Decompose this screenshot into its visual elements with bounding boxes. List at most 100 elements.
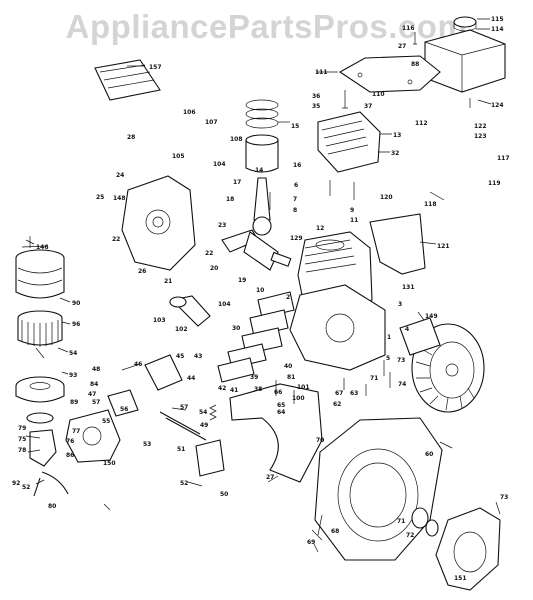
air-filter-element[interactable] — [17, 310, 63, 347]
label-63: 63 — [350, 390, 358, 397]
label-30: 30 — [232, 325, 240, 332]
label-71a: 71 — [370, 375, 378, 382]
label-93: 93 — [69, 372, 77, 379]
label-77: 77 — [72, 428, 80, 435]
label-25: 25 — [96, 194, 104, 201]
label-2: 2 — [286, 294, 290, 301]
label-129: 129 — [290, 235, 303, 242]
label-118: 118 — [424, 201, 437, 208]
label-41: 41 — [230, 387, 238, 394]
label-51: 51 — [177, 446, 185, 453]
side-shroud[interactable] — [369, 213, 426, 275]
lower-baffle[interactable] — [229, 383, 323, 483]
label-45: 45 — [176, 353, 184, 360]
label-10: 10 — [256, 287, 264, 294]
label-68: 68 — [331, 528, 339, 535]
label-48: 48 — [92, 366, 100, 373]
starter-pulley[interactable] — [411, 507, 439, 537]
label-16: 16 — [293, 162, 301, 169]
label-81: 81 — [287, 374, 295, 381]
label-12: 12 — [316, 225, 324, 232]
label-14: 14 — [255, 167, 263, 174]
label-157: 157 — [149, 64, 162, 71]
crankcase-cover[interactable] — [121, 175, 196, 271]
label-108: 108 — [230, 136, 243, 143]
label-46: 46 — [134, 361, 142, 368]
label-17: 17 — [233, 179, 241, 186]
blower-housing[interactable] — [314, 417, 443, 561]
label-26: 26 — [138, 268, 146, 275]
label-22b: 22 — [205, 250, 213, 257]
label-21: 21 — [164, 278, 172, 285]
label-116: 116 — [402, 25, 415, 32]
label-37: 37 — [364, 103, 372, 110]
fasteners — [25, 32, 501, 541]
label-54b: 54 — [199, 409, 207, 416]
label-18: 18 — [226, 196, 234, 203]
control-bracket[interactable] — [195, 439, 225, 477]
fuel-line[interactable] — [33, 471, 69, 497]
label-72: 72 — [406, 532, 414, 539]
label-114: 114 — [491, 26, 504, 33]
piston-rings[interactable] — [245, 99, 279, 129]
label-150: 150 — [103, 460, 116, 467]
air-cleaner-base[interactable] — [15, 376, 65, 403]
label-101: 101 — [297, 384, 310, 391]
carburetor-gasket[interactable] — [107, 389, 139, 417]
air-cleaner-cover[interactable] — [15, 249, 65, 299]
label-67: 67 — [335, 390, 343, 397]
label-64: 64 — [277, 409, 285, 416]
carburetor[interactable] — [65, 409, 121, 463]
intake-manifold[interactable] — [144, 354, 183, 391]
crankshaft[interactable] — [221, 229, 292, 271]
label-36: 36 — [312, 93, 320, 100]
label-35: 35 — [312, 103, 320, 110]
label-52b: 52 — [180, 480, 188, 487]
label-90: 90 — [72, 300, 80, 307]
plunger-spring[interactable] — [209, 404, 217, 421]
label-11: 11 — [350, 217, 358, 224]
rewind-starter[interactable] — [435, 507, 501, 591]
label-42: 42 — [218, 385, 226, 392]
label-54a: 54 — [69, 350, 77, 357]
label-112: 112 — [415, 120, 428, 127]
label-8: 8 — [293, 207, 297, 214]
label-100: 100 — [292, 395, 305, 402]
label-28: 28 — [127, 134, 135, 141]
piston[interactable] — [245, 134, 279, 173]
label-52a: 52 — [22, 484, 30, 491]
label-119: 119 — [488, 180, 501, 187]
throttle-shaft[interactable] — [159, 411, 207, 441]
label-111: 111 — [315, 69, 328, 76]
gasket-small[interactable] — [26, 412, 54, 424]
ignition-coil[interactable] — [399, 317, 441, 356]
muffler-tube[interactable] — [169, 295, 211, 327]
label-27: 27 — [398, 43, 406, 50]
label-50: 50 — [220, 491, 228, 498]
label-53: 53 — [143, 441, 151, 448]
tank-bracket[interactable] — [338, 55, 441, 93]
cylinder-head[interactable] — [317, 111, 381, 173]
starter-handle-plate[interactable] — [94, 59, 161, 101]
label-38: 38 — [254, 386, 262, 393]
elbow-fitting[interactable] — [29, 429, 57, 467]
label-40: 40 — [284, 363, 292, 370]
label-151: 151 — [454, 575, 467, 582]
label-1: 1 — [387, 334, 391, 341]
label-75: 75 — [18, 436, 26, 443]
connecting-rod[interactable] — [252, 177, 272, 236]
label-89: 89 — [70, 399, 78, 406]
reed-plates[interactable] — [217, 291, 295, 383]
label-120: 120 — [380, 194, 393, 201]
crankcase[interactable] — [289, 284, 386, 371]
label-56: 56 — [120, 406, 128, 413]
label-62: 62 — [333, 401, 341, 408]
label-115: 115 — [491, 16, 504, 23]
breather-tube[interactable] — [453, 159, 468, 211]
label-66: 66 — [274, 389, 282, 396]
label-6: 6 — [294, 182, 298, 189]
label-78: 78 — [18, 447, 26, 454]
leader-lines — [21, 18, 492, 553]
label-47: 47 — [88, 391, 96, 398]
